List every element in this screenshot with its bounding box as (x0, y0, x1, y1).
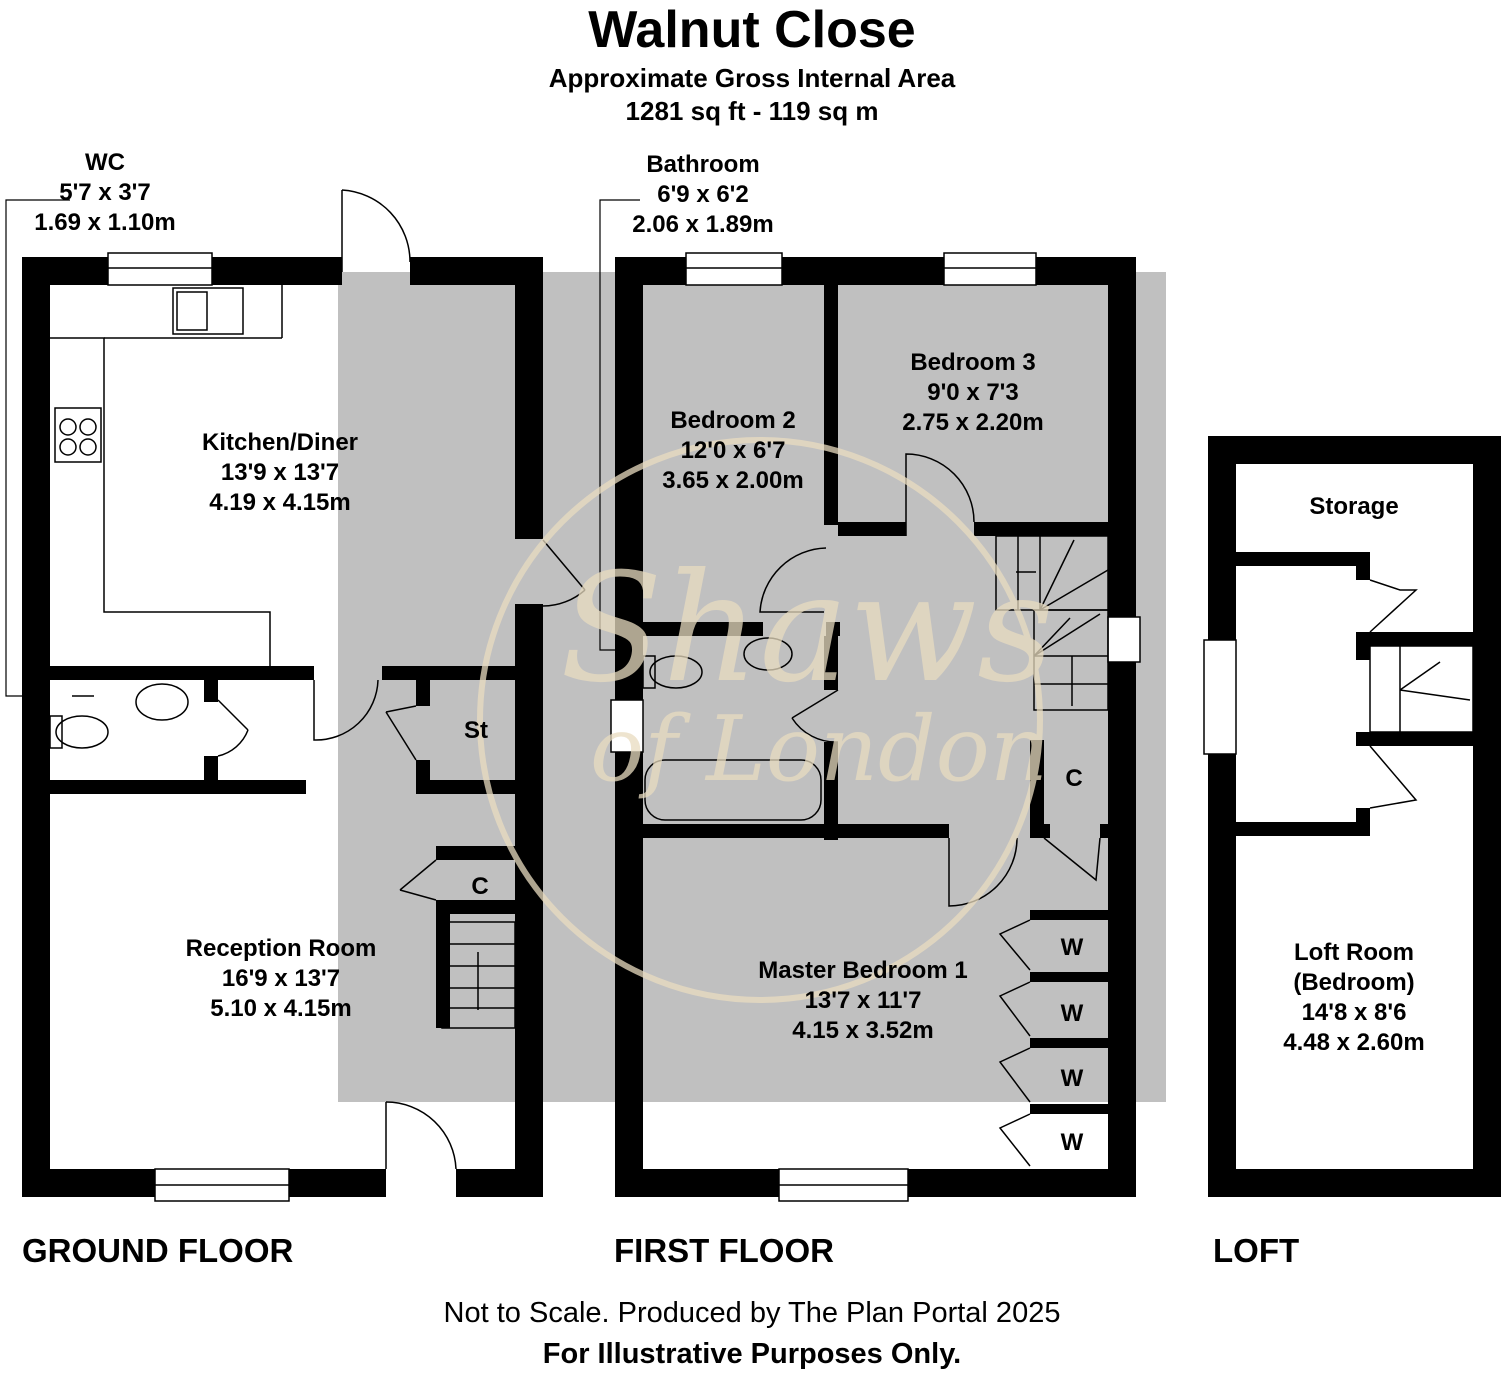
kitchen-imperial: 13'9 x 13'7 (220, 459, 340, 486)
kitchen-label: Kitchen/Diner 13'9 x 13'7 4.19 x 4.15m (150, 428, 410, 518)
watermark: Shaws of London (477, 437, 1054, 1003)
wardrobe-label: W (1060, 1065, 1084, 1092)
gross-area: 1281 sq ft - 119 sq m (625, 95, 879, 126)
wc-label: WC 5'7 x 3'7 1.69 x 1.10m (0, 148, 210, 238)
loft-room-metric: 4.48 x 2.60m (1283, 1029, 1425, 1056)
master-name: Master Bedroom 1 (758, 957, 968, 984)
ground-floor-title: GROUND FLOOR (22, 1232, 294, 1269)
wc-imperial: 5'7 x 3'7 (59, 179, 151, 206)
loft-room-imperial: 14'8 x 8'6 (1301, 999, 1407, 1026)
master-bedroom-label: Master Bedroom 1 13'7 x 11'7 4.15 x 3.52… (723, 956, 1003, 1046)
loft-room-subname: (Bedroom) (1293, 969, 1415, 996)
bathroom-label: Bathroom 6'9 x 6'2 2.06 x 1.89m (593, 150, 813, 240)
kitchen-metric: 4.19 x 4.15m (209, 489, 351, 516)
wardrobe-label: W (1060, 934, 1084, 961)
first-floor-title: FIRST FLOOR (614, 1232, 834, 1269)
wc-callout-line (5, 199, 70, 697)
bedroom3-imperial: 9'0 x 7'3 (927, 379, 1019, 406)
bathroom-metric: 2.06 x 1.89m (632, 211, 774, 238)
storage-label: Storage (1274, 492, 1434, 522)
bathroom-callout-line (599, 199, 640, 651)
reception-metric: 5.10 x 4.15m (210, 995, 352, 1022)
store-label: St (464, 717, 488, 744)
bedroom2-imperial: 12'0 x 6'7 (680, 437, 786, 464)
first-cupboard-label: C (1065, 765, 1083, 792)
page-title: Walnut Close (588, 1, 916, 59)
ground-floor-plan (22, 257, 543, 1197)
loft-fittings (1203, 579, 1474, 809)
loft-room-label: Loft Room (Bedroom) 14'8 x 8'6 4.48 x 2.… (1254, 938, 1454, 1058)
svg-text:of London: of London (590, 697, 1048, 802)
subtitle-block: Approximate Gross Internal Area 1281 sq … (452, 62, 1052, 127)
master-metric: 4.15 x 3.52m (792, 1017, 934, 1044)
reception-imperial: 16'9 x 13'7 (221, 965, 341, 992)
bedroom3-metric: 2.75 x 2.20m (902, 409, 1044, 436)
wardrobe-label: W (1060, 1129, 1084, 1156)
loft-title: LOFT (1213, 1232, 1300, 1269)
bedroom2-metric: 3.65 x 2.00m (662, 467, 804, 494)
loft-room-name: Loft Room (1294, 939, 1414, 966)
subtitle: Approximate Gross Internal Area (548, 63, 956, 93)
shaded-area (338, 272, 1166, 1102)
master-imperial: 13'7 x 11'7 (804, 987, 922, 1014)
wc-metric: 1.69 x 1.10m (34, 209, 176, 236)
footer-note: For Illustrative Purposes Only. (542, 1338, 962, 1370)
bathroom-imperial: 6'9 x 6'2 (657, 181, 749, 208)
ground-cupboard-label: C (471, 873, 489, 900)
reception-label: Reception Room 16'9 x 13'7 5.10 x 4.15m (141, 934, 421, 1024)
first-floor-fittings (610, 252, 1141, 1202)
wc-name: WC (85, 149, 125, 176)
bedroom3-label: Bedroom 3 9'0 x 7'3 2.75 x 2.20m (863, 348, 1083, 438)
bedroom2-label: Bedroom 2 12'0 x 6'7 3.65 x 2.00m (633, 406, 833, 496)
svg-text:Shaws: Shaws (560, 542, 1054, 716)
ground-floor-fittings (49, 189, 586, 1202)
storage-name: Storage (1309, 493, 1399, 520)
kitchen-name: Kitchen/Diner (201, 429, 359, 456)
wardrobe-label: W (1060, 1000, 1084, 1027)
reception-name: Reception Room (185, 935, 377, 962)
bedroom3-name: Bedroom 3 (910, 349, 1036, 376)
footer-disclaimer: Not to Scale. Produced by The Plan Porta… (443, 1297, 1061, 1329)
bathroom-name: Bathroom (646, 151, 760, 178)
bedroom2-name: Bedroom 2 (670, 407, 796, 434)
loft-plan (1208, 436, 1501, 1197)
